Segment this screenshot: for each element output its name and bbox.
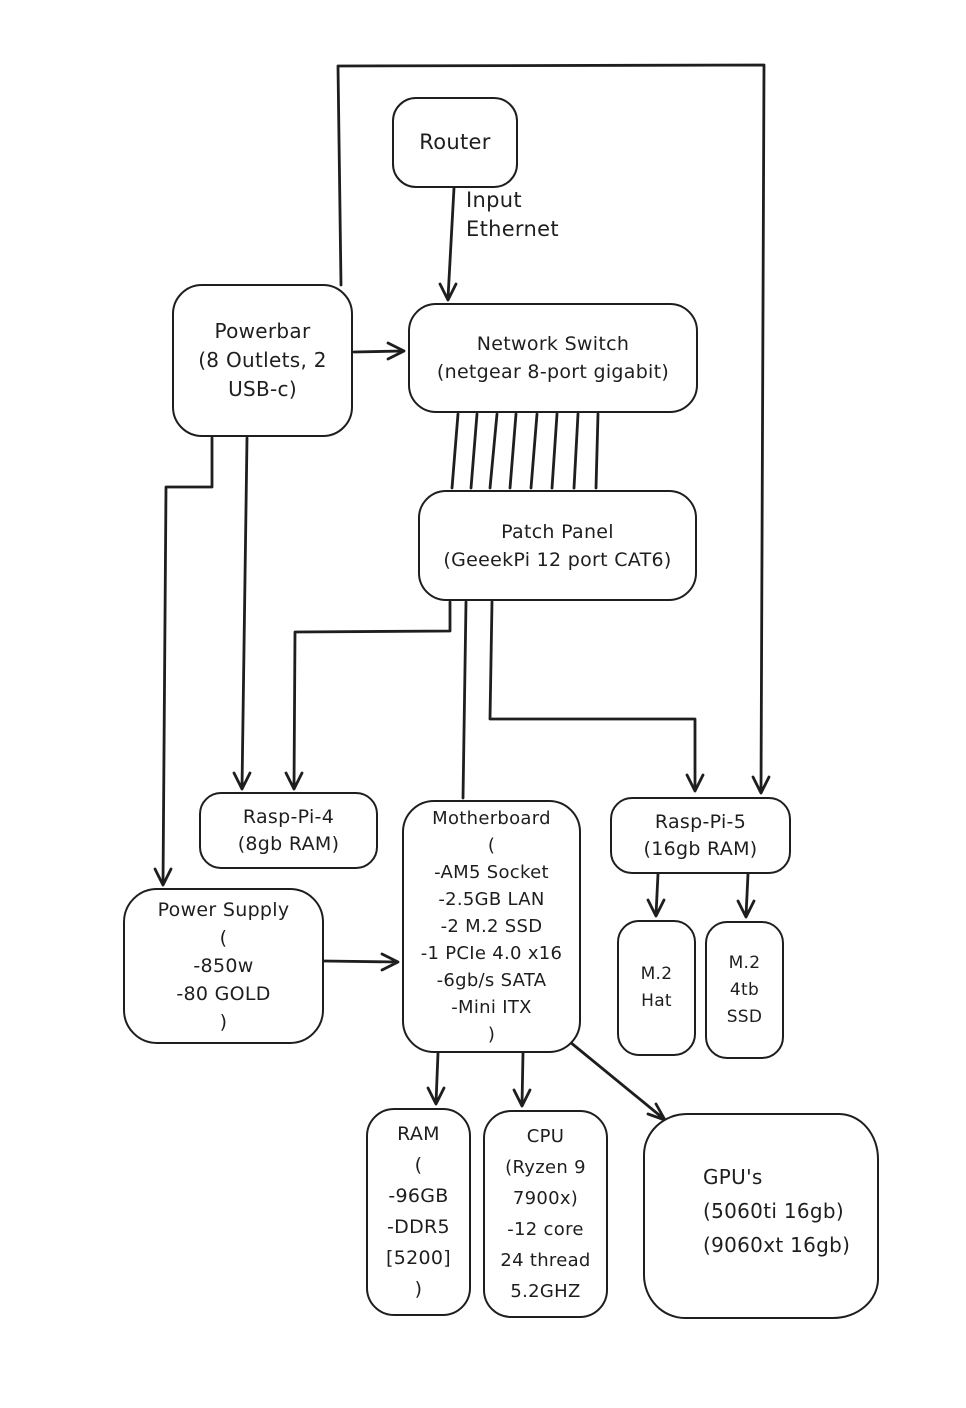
edge-powerbar-to-powersupply xyxy=(153,436,214,887)
text-line: Router xyxy=(419,129,491,154)
text-line: Hat xyxy=(641,991,672,1011)
text-line: (9060xt 16gb) xyxy=(703,1233,851,1257)
edge-switch-patch-cables xyxy=(450,412,600,490)
text-line: SSD xyxy=(726,1006,763,1027)
edge-router-to-switch xyxy=(438,186,458,302)
text-line: Motherboard xyxy=(432,808,551,829)
text-line: (netgear 8-port gigabit) xyxy=(436,361,670,383)
text-line: (Ryzen 9 xyxy=(505,1157,586,1178)
edge-patch-to-motherboard xyxy=(461,600,468,800)
text-line: ( xyxy=(487,835,496,856)
text-line: Powerbar xyxy=(214,319,311,343)
text-line: 24 thread xyxy=(500,1250,591,1271)
node-network-switch[interactable]: Network Switch (netgear 8-port gigabit) xyxy=(408,303,698,413)
text-line: -Mini ITX xyxy=(451,997,532,1018)
text-line: -12 core xyxy=(507,1219,584,1240)
text-line: -6gb/s SATA xyxy=(436,970,547,991)
text-line: 7900x) xyxy=(512,1188,579,1209)
edge-rasppi5-to-m2hat xyxy=(646,872,666,918)
node-power-supply[interactable]: Power Supply ( -850w -80 GOLD) xyxy=(123,888,324,1044)
text-line: (16gb RAM) xyxy=(643,837,758,860)
node-powerbar[interactable]: Powerbar (8 Outlets, 2 USB-c) xyxy=(172,284,353,437)
text-line: -AM5 Socket xyxy=(434,862,549,883)
text-line: ) xyxy=(414,1278,423,1300)
text-line: (5060ti 16gb) xyxy=(703,1199,844,1223)
edge-powerbar-to-switch xyxy=(352,341,406,361)
node-rasp-pi-5[interactable]: Rasp-Pi-5 (16gb RAM) xyxy=(610,797,791,874)
text-line: -1 PCIe 4.0 x16 xyxy=(420,943,563,964)
text-line: (8 Outlets, 2 xyxy=(198,348,327,372)
edge-patch-to-rasppi5 xyxy=(488,600,705,793)
text-line: ( xyxy=(414,1154,423,1176)
node-router[interactable]: Router xyxy=(392,97,518,188)
edge-powerbar-to-rasppi4 xyxy=(232,436,252,791)
text-line: (GeeekPi 12 port CAT6) xyxy=(443,548,672,571)
text-line: Rasp-Pi-4 xyxy=(242,805,335,828)
text-line: RAM xyxy=(397,1123,440,1145)
text-line: [5200] xyxy=(386,1247,451,1269)
text-line: Rasp-Pi-5 xyxy=(654,810,747,833)
node-motherboard[interactable]: Motherboard ( -AM5 Socket -2.5GB LAN -2 M.2 … xyxy=(402,800,581,1053)
node-patch-panel[interactable]: Patch Panel (GeeekPi 12 port CAT6) xyxy=(418,490,697,601)
text-line: -850w xyxy=(193,955,254,977)
text-line: M.2 xyxy=(640,964,673,984)
text-line: -96GB xyxy=(388,1185,449,1207)
text-line: Patch Panel xyxy=(501,520,614,543)
text-line: ( xyxy=(219,927,228,949)
text-line: M.2 xyxy=(728,952,761,973)
text-line: GPU's xyxy=(703,1165,763,1189)
text-line: CPU xyxy=(526,1126,565,1147)
text-line: -2 M.2 SSD xyxy=(440,916,543,937)
text-line: Input xyxy=(466,188,522,212)
edge-motherboard-to-ram xyxy=(426,1051,446,1106)
node-gpus[interactable]: GPU's (5060ti 16gb) (9060xt 16gb) xyxy=(643,1113,879,1319)
text-line: USB-c) xyxy=(228,377,297,401)
node-cpu[interactable]: CPU (Ryzen 9 7900x) -12 core 24 thread 5.2GHZ xyxy=(483,1110,608,1318)
text-line: ) xyxy=(487,1024,496,1045)
text-line: Ethernet xyxy=(466,217,559,241)
text-line: -DDR5 xyxy=(387,1216,450,1238)
edge-rasppi5-to-m2ssd xyxy=(736,872,756,919)
node-ram[interactable]: RAM ( -96GB -DDR5 [5200]) xyxy=(366,1108,471,1316)
text-line: (8gb RAM) xyxy=(237,832,340,855)
text-line: Network Switch xyxy=(476,333,630,355)
edge-powersupply-to-motherboard xyxy=(322,952,400,972)
edge-motherboard-to-cpu xyxy=(512,1051,532,1108)
edge-powerbar-to-rasppi5 xyxy=(336,63,771,795)
text-line: Power Supply xyxy=(157,899,290,921)
text-line: -2.5GB LAN xyxy=(438,889,545,910)
text-line: 4tb xyxy=(729,979,760,1000)
node-rasp-pi-4[interactable]: Rasp-Pi-4 (8gb RAM) xyxy=(199,792,378,869)
text-line: ) xyxy=(219,1011,228,1033)
edge-patch-to-rasppi4 xyxy=(284,600,452,791)
text-line: 5.2GHZ xyxy=(510,1281,581,1302)
text-line: -80 GOLD xyxy=(176,983,271,1005)
